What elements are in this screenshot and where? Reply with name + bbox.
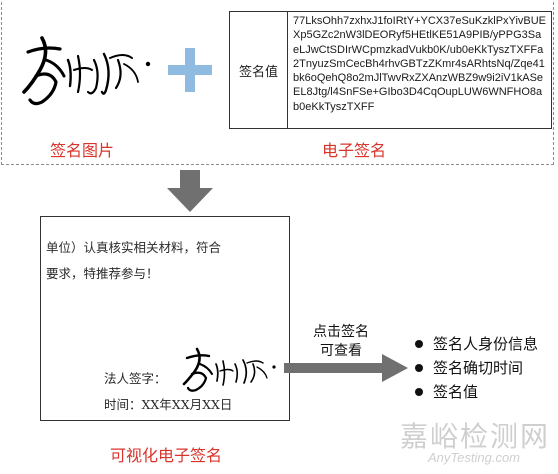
doc-time-label: 时间：XX年XX月XX日 — [104, 397, 233, 412]
list-item: 签名值 — [415, 380, 538, 404]
visual-signature-document[interactable]: 单位）认真核实相关材料，符合 要求，特推荐参与！ 法人签字： 时间：XX年XX月… — [40, 216, 290, 421]
watermark-logo-text: 嘉峪检测网 — [400, 420, 551, 453]
doc-line-1: 单位）认真核实相关材料，符合 — [46, 240, 222, 255]
list-item: 签名确切时间 — [415, 356, 538, 380]
bullet-dot-icon — [415, 388, 423, 396]
watermark-url: AnyTesting.com — [428, 450, 521, 465]
top-dashed-frame — [1, 2, 554, 165]
signature-value-label: 签名值 — [230, 12, 288, 128]
signature-value-text: 77LksOhh7zxhxJ1foIRtY+YCX37eSuKzklPxYivB… — [293, 15, 547, 113]
plus-icon — [168, 48, 212, 92]
right-arrow-icon — [284, 354, 408, 382]
signature-value-table: 签名值 77LksOhh7zxhxJ1foIRtY+YCX37eSuKzklPx… — [229, 11, 552, 129]
bullet-dot-icon — [415, 340, 423, 348]
arrow-label-line-2: 可查看 — [320, 343, 362, 359]
handwritten-signature-image — [22, 36, 151, 106]
doc-signer-label: 法人签字： — [104, 371, 167, 386]
caption-visual-signature: 可视化电子签名 — [110, 446, 223, 465]
signature-info-list: 签名人身份信息 签名确切时间 签名值 — [415, 332, 538, 404]
bullet-dot-icon — [415, 364, 423, 372]
caption-electronic-signature: 电子签名 — [322, 141, 387, 160]
doc-line-2: 要求，特推荐参与！ — [46, 266, 159, 281]
arrow-label-line-1: 点击签名 — [313, 324, 369, 340]
document-signature-image — [182, 347, 276, 392]
down-arrow-icon — [167, 170, 213, 212]
caption-signature-image: 签名图片 — [50, 141, 115, 160]
list-item: 签名人身份信息 — [415, 332, 538, 356]
